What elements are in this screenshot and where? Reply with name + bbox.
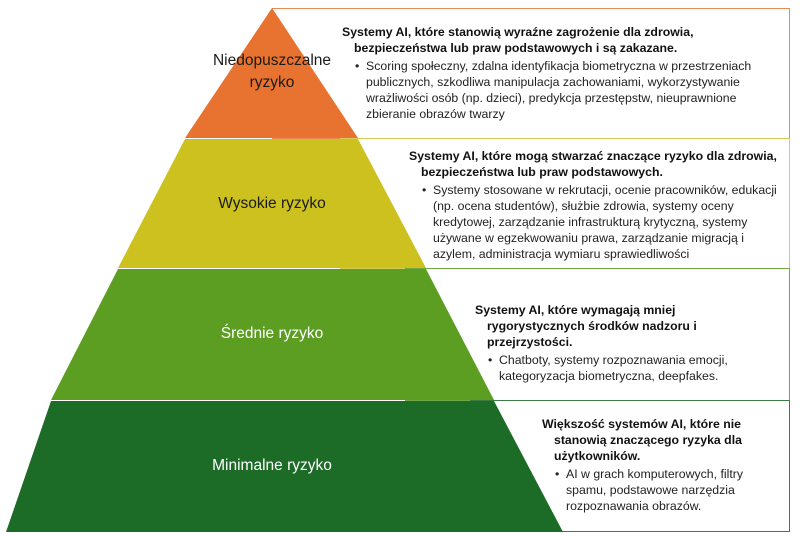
tier-bullet: Systemy stosowane w rekrutacji, ocenie p… <box>409 182 781 262</box>
tier-label-unacceptable: Niedopuszczalne ryzyko <box>213 50 331 94</box>
tier-desc-minimal: Większość systemów AI, które nie stanowi… <box>542 416 772 514</box>
tier-shape-medium <box>51 269 494 400</box>
tier-shape-minimal <box>6 401 563 532</box>
tier-heading: Większość systemów AI, które nie stanowi… <box>542 417 742 463</box>
tier-label-medium: Średnie ryzyko <box>220 325 324 342</box>
tier-label-high: Wysokie ryzyko <box>218 195 326 212</box>
tier-bullet: AI w grach komputerowych, filtry spamu, … <box>542 466 772 514</box>
tier-bullet: Chatboty, systemy rozpoznawania emocji, … <box>475 352 775 384</box>
tier-heading: Systemy AI, które wymagają mniej rygorys… <box>475 303 697 349</box>
tier-shape-unacceptable <box>185 8 358 138</box>
tier-desc-unacceptable: Systemy AI, które stanowią wyraźne zagro… <box>342 24 787 122</box>
tier-label-minimal: Minimalne ryzyko <box>212 457 332 474</box>
tier-heading: Systemy AI, które mogą stwarzać znaczące… <box>409 149 777 179</box>
tier-label-line: ryzyko <box>249 74 295 91</box>
tier-desc-medium: Systemy AI, które wymagają mniej rygorys… <box>475 302 775 384</box>
tier-heading: Systemy AI, które stanowią wyraźne zagro… <box>342 25 694 55</box>
tier-label-line: Niedopuszczalne <box>212 52 332 69</box>
tier-bullet: Scoring społeczny, zdalna identyfikacja … <box>342 58 787 122</box>
tier-desc-high: Systemy AI, które mogą stwarzać znaczące… <box>409 148 781 262</box>
tier-shape-high <box>118 139 426 268</box>
